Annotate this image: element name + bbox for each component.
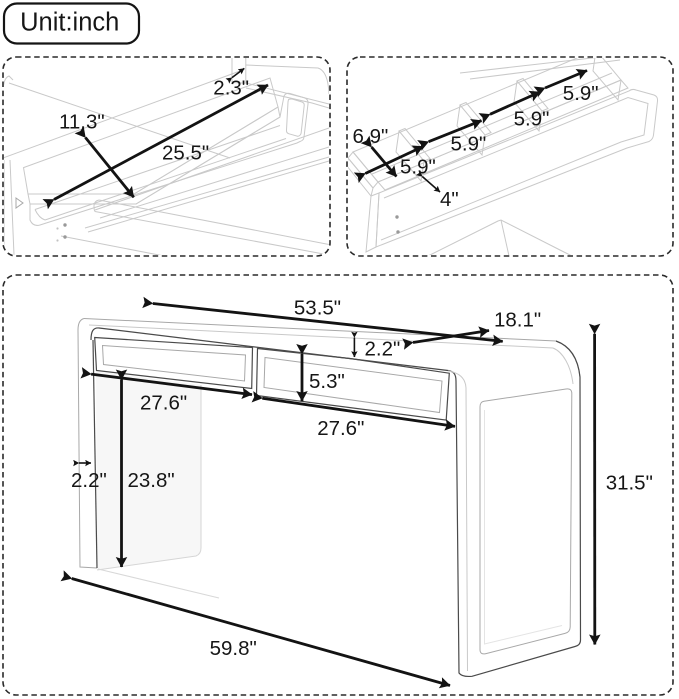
svg-text:23.8": 23.8" — [128, 469, 175, 492]
svg-text:27.6": 27.6" — [140, 391, 187, 414]
svg-text:59.8": 59.8" — [210, 637, 257, 660]
svg-text:31.5": 31.5" — [606, 472, 653, 495]
svg-text:5.9": 5.9" — [514, 108, 550, 131]
svg-text:25.5": 25.5" — [162, 141, 209, 164]
svg-text:11.3": 11.3" — [59, 111, 105, 134]
svg-text:5.9": 5.9" — [400, 156, 436, 179]
svg-text:6.9": 6.9" — [353, 125, 389, 148]
svg-text:53.5": 53.5" — [294, 296, 341, 319]
svg-text:27.6": 27.6" — [317, 417, 364, 440]
svg-text:2.3": 2.3" — [213, 77, 249, 100]
svg-text:2.2": 2.2" — [71, 469, 107, 492]
svg-text:Unit:inch: Unit:inch — [20, 9, 119, 37]
svg-text:5.9": 5.9" — [451, 132, 487, 155]
svg-text:2.2": 2.2" — [365, 337, 401, 360]
svg-text:5.9": 5.9" — [563, 82, 599, 105]
svg-text:4": 4" — [440, 188, 459, 211]
svg-text:5.3": 5.3" — [309, 370, 345, 393]
svg-text:18.1": 18.1" — [494, 309, 541, 332]
